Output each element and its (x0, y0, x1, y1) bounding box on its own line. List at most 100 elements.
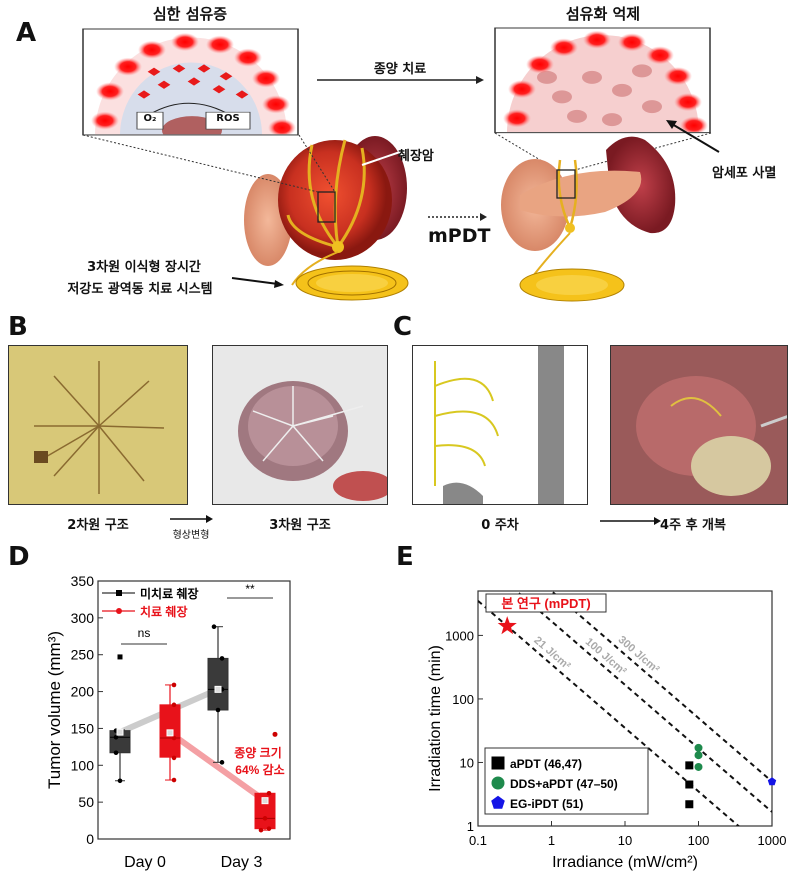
device-label-line2: 저강도 광역동 치료 시스템 (67, 282, 213, 297)
box (207, 657, 229, 711)
panel-c-label: C (393, 312, 413, 342)
mean-marker (214, 685, 222, 693)
right-inset-title: 섬유화 억제 (565, 5, 641, 23)
x-tick-label: 1000 (758, 833, 787, 848)
data-point (171, 702, 177, 708)
treated-pancreas-illustration (501, 136, 676, 302)
outlier-point (117, 654, 123, 660)
x-tick-label: Day 0 (124, 854, 166, 871)
ct-scan-week0 (412, 345, 588, 505)
device-pointer (231, 277, 279, 285)
significance-label: ** (245, 582, 255, 596)
caption-week4-open: 4주 후 개복 (660, 518, 726, 533)
legend-treated-marker (116, 608, 122, 614)
y-tick-label: 10 (460, 755, 474, 770)
data-point (266, 790, 272, 796)
y-axis-label: Irradiation time (min) (427, 645, 444, 792)
device-3d-photo (212, 345, 388, 505)
pancreatic-tumor-illustration (244, 136, 409, 301)
suppressed-fibrosis-inset (494, 27, 711, 134)
legend-marker-square (491, 756, 505, 770)
data-point (171, 777, 177, 783)
mpdt-label: mPDT (428, 225, 491, 247)
data-point (219, 656, 225, 661)
y-tick-label: 50 (78, 794, 94, 810)
data-point-circle (694, 743, 703, 752)
panel-a-label: A (16, 18, 37, 48)
fibrosis-inset (82, 28, 299, 136)
reduction-label-line2: 64% 감소 (235, 762, 284, 777)
y-tick-label: 150 (71, 720, 95, 736)
cell-death-pointer (671, 123, 720, 153)
data-point (215, 707, 221, 713)
box (254, 792, 276, 830)
dose-line (478, 600, 741, 826)
data-point (219, 760, 225, 765)
mean-marker (116, 728, 124, 736)
reduction-label-line1: 종양 크기 (234, 745, 282, 760)
legend-untreated-label: 미치료 췌장 (140, 586, 199, 601)
data-point-square (685, 800, 694, 809)
legend-untreated-marker (116, 590, 122, 596)
y-tick-label: 100 (71, 757, 95, 773)
x-tick-label: Day 3 (221, 854, 263, 871)
x-tick-label: 100 (688, 833, 710, 848)
y-tick-label: 300 (71, 610, 95, 626)
mean-marker (166, 729, 174, 737)
data-point (211, 624, 217, 630)
this-work-label-box (485, 593, 607, 613)
y-axis-label: Tumor volume (mm³) (45, 631, 64, 789)
legend-box (484, 747, 649, 815)
y-tick-label: 250 (71, 647, 95, 663)
pancreatic-cancer-label: 췌장암 (398, 149, 434, 164)
y-tick-label: 350 (71, 573, 95, 589)
device-2d-photo (8, 345, 188, 505)
data-point-circle (694, 751, 703, 760)
x-tick-label: 1 (548, 833, 555, 848)
y-tick-label: 100 (452, 692, 474, 707)
data-point (262, 816, 268, 821)
y-tick-label: 1 (467, 819, 474, 834)
tumor-treatment-label: 종양 치료 (373, 62, 427, 77)
caption-3d-structure: 3차원 구조 (269, 518, 331, 533)
x-axis-label: Irradiance (mW/cm²) (552, 854, 698, 871)
cancer-cell-death-label: 암세포 사멸 (712, 166, 777, 181)
x-tick-label: 10 (618, 833, 632, 848)
plot-frame (97, 580, 291, 840)
mean-marker (261, 797, 269, 805)
dose-line-label: 21 J/cm² (531, 634, 572, 672)
legend-treated-label: 치료 췌장 (140, 604, 188, 619)
device-label-line1: 3차원 이식형 장시간 (87, 260, 201, 275)
data-point (113, 734, 119, 740)
data-point (171, 682, 177, 688)
data-point (258, 827, 264, 833)
panel-a-illustration (82, 27, 720, 302)
panel-e-label: E (396, 542, 414, 572)
o2-label: O₂ (143, 113, 157, 124)
shape-transform-arrow (170, 515, 213, 523)
data-point (117, 778, 123, 784)
legend-label: DDS+aPDT (47–50) (510, 777, 618, 791)
data-point (266, 826, 272, 831)
y-tick-label: 1000 (445, 628, 474, 643)
this-work-star (497, 616, 517, 635)
this-work-label: 본 연구 (mPDT) (501, 596, 590, 611)
y-tick-label: 200 (71, 684, 95, 700)
caption-week0: 0 주차 (481, 518, 519, 533)
data-point-pentagon (767, 777, 777, 786)
ns-label: ns (138, 626, 151, 640)
outlier-point (272, 731, 278, 737)
time-arrow (600, 517, 661, 525)
ros-label: ROS (216, 113, 240, 124)
panel-d-label: D (8, 542, 30, 572)
y-tick-label: 0 (86, 831, 94, 847)
legend-marker-pentagon (491, 795, 505, 809)
data-point (171, 735, 177, 741)
panel-b-label: B (8, 312, 28, 342)
legend-marker-circle (491, 776, 505, 790)
data-point-circle (694, 762, 703, 771)
left-inset-title: 심한 섬유증 (152, 5, 228, 23)
legend-label: EG-iPDT (51) (510, 797, 583, 811)
